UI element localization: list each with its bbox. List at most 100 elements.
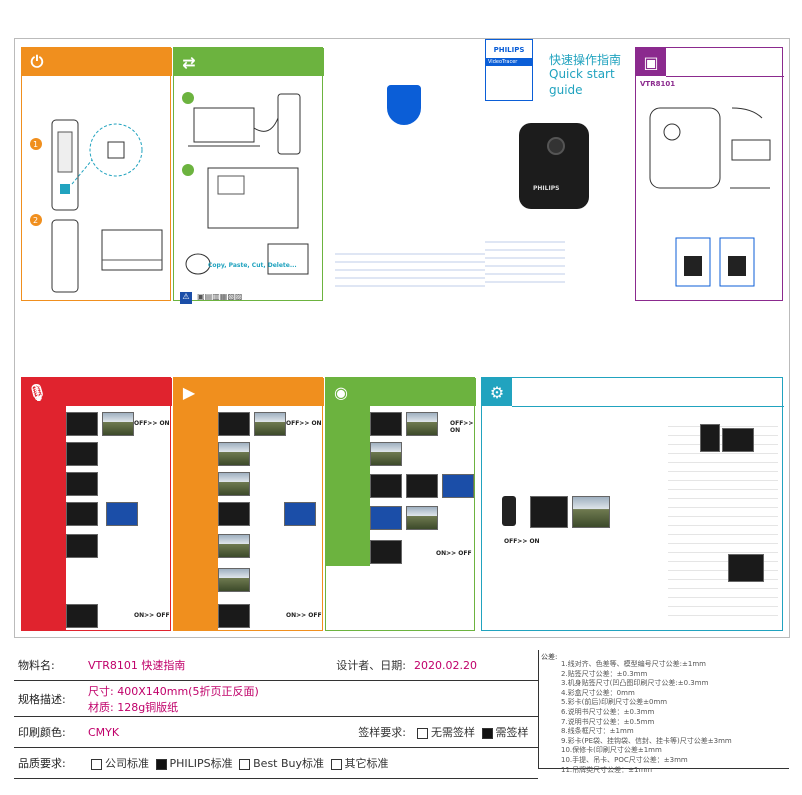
video-screen-7	[218, 534, 250, 558]
panel-safety	[335, 47, 485, 301]
audio-screen-5	[66, 502, 98, 526]
audio-screen-1	[66, 412, 98, 436]
video-off-on: OFF>> ON	[286, 420, 322, 427]
tolerance-item: 5.彩卡(前后)印刷尺寸公差±0mm	[561, 698, 668, 707]
tolerance-item: 11.吊牌类尺寸公差：±1mm	[561, 765, 653, 774]
q2-label: PHILIPS标准	[169, 757, 233, 770]
photo-screen-8	[406, 506, 438, 530]
tolerance-item: 1.线对齐、色差等、模型编号尺寸公差:±1mm	[561, 660, 706, 668]
q2-checkbox[interactable]	[155, 758, 167, 770]
panel-box: ▣ VTR8101	[635, 47, 784, 301]
video-screen-6	[284, 502, 316, 526]
panel-settings: ⚙ OFF>> ON	[481, 377, 784, 631]
brand-series: VideoTracer	[486, 58, 532, 66]
video-screen-4	[218, 472, 250, 496]
photo-screen-4	[370, 474, 402, 498]
photo-steps	[326, 406, 370, 566]
safety-text-block	[335, 247, 485, 289]
photo-on-off: ON>> OFF	[436, 550, 472, 557]
tolerance-item: 7.说明书尺寸公差：±0.5mm	[561, 717, 655, 726]
q4-label: 其它标准	[344, 757, 389, 770]
audio-screen-8	[66, 604, 98, 628]
q3-label: Best Buy标准	[253, 757, 325, 770]
tolerance-title: 公差:	[541, 653, 558, 661]
q1-label: 公司标准	[105, 757, 149, 770]
tolerance-item: 9.彩卡(PE袋、挂钩袋、信封、挂卡等)尺寸公差±3mm	[561, 736, 732, 745]
size-line: 尺寸: 400X140mm(5折页正反面)	[88, 684, 259, 698]
tolerance-item: 6.说明书尺寸公差：±0.3mm	[561, 707, 655, 716]
photo-screen-7	[370, 506, 402, 530]
q1-checkbox[interactable]	[91, 758, 102, 770]
power-icon: ⏻	[22, 48, 52, 76]
warning-strip: ⚠ ▣▤▥▦▧▨	[180, 284, 320, 304]
panel-video: ▶ OFF>> ON ON>> OFF	[173, 377, 324, 631]
camera-photo: PHILIPS	[519, 123, 589, 209]
settings-screen-2	[572, 496, 610, 528]
audio-steps	[22, 406, 66, 630]
photo-screen-5	[406, 474, 438, 498]
video-camera-icon: ▶	[174, 378, 204, 406]
tolerance-item: 4.彩盒尺寸公差：0mm	[561, 688, 635, 697]
guide-title-en2: guide	[549, 83, 583, 97]
gear-icon: ⚙	[482, 378, 512, 406]
philips-shield-logo	[387, 85, 421, 125]
paper-line: 材质: 128g铜版纸	[88, 700, 179, 714]
date-value: 2020.02.20	[410, 650, 538, 681]
tolerance-item: 2.贴签尺寸公差：±0.3mm	[561, 669, 648, 678]
audio-screen-3	[66, 442, 98, 466]
audio-on-off: ON>> OFF	[134, 612, 170, 619]
tolerance-item: 8.线条框尺寸：±1mm	[561, 727, 634, 736]
material-label: 物料名:	[14, 650, 84, 681]
sign-no-checkbox[interactable]	[417, 727, 428, 739]
panel-power: ⏻ 1 2	[21, 47, 172, 301]
svg-text:2: 2	[33, 216, 38, 225]
q3-checkbox[interactable]	[239, 758, 251, 770]
photo-camera-icon: ◉	[326, 378, 356, 406]
tolerance-item: 10.保修卡(印刷尺寸公差±1mm	[561, 746, 662, 755]
model-label: VTR8101	[640, 80, 676, 88]
microphone-icon: 🎙	[22, 378, 52, 406]
panel-photo: ◉ OFF>> ON ON>> OFF	[325, 377, 476, 631]
print-sheet: ⏻ 1 2 ⇄	[14, 38, 790, 638]
video-screen-1	[218, 412, 250, 436]
spec-label: 规格描述:	[14, 680, 84, 717]
sign-yes-checkbox[interactable]	[481, 727, 493, 739]
tolerance-item: 3.机身贴签尺寸(凹凸图印刷尺寸公差:±0.3mm	[561, 679, 709, 688]
recycle-icons: ▣▤▥▦▧▨	[197, 292, 243, 301]
photo-off-on: OFF>> ON	[450, 420, 474, 434]
designer-label: 设计者、日期:	[292, 650, 410, 681]
audio-screen-2	[102, 412, 134, 436]
sign-yes-label: 需签样	[495, 726, 529, 739]
settings-screen-4	[728, 554, 764, 582]
warning-icon: ⚠	[180, 292, 192, 304]
power-illustration: 1 2	[30, 119, 163, 293]
photo-screen-3	[370, 442, 402, 466]
video-steps	[174, 406, 218, 630]
panel-cover: PHILIPS VideoTracer 快速操作指南 Quick start g…	[485, 39, 635, 301]
quality-label: 品质要求:	[14, 747, 84, 779]
guide-title-zh: 快速操作指南	[549, 53, 622, 67]
camera-brand: PHILIPS	[533, 185, 560, 192]
brand-logo: PHILIPS	[493, 46, 525, 54]
video-screen-3	[218, 442, 250, 466]
q4-checkbox[interactable]	[330, 758, 342, 770]
box-icon: ▣	[636, 48, 666, 76]
settings-screen-1	[530, 496, 568, 528]
material-value: VTR8101 快速指南	[84, 650, 292, 681]
audio-off-on: OFF>> ON	[134, 420, 170, 427]
box-contents-illustration	[649, 107, 771, 287]
video-screen-9	[218, 604, 250, 628]
audio-screen-6	[106, 502, 138, 526]
guide-title-en1: Quick start	[549, 67, 615, 81]
camera-lens	[547, 137, 565, 155]
settings-screen-3	[722, 428, 754, 452]
photo-screen-1	[370, 412, 402, 436]
panel-audio: 🎙 OFF>> ON ON>> OFF	[21, 377, 172, 631]
user-manual-block	[485, 235, 565, 289]
audio-screen-4	[66, 472, 98, 496]
philips-box-logo: PHILIPS VideoTracer	[485, 39, 533, 101]
connect-illustration	[182, 92, 309, 275]
tolerance-item: 10.手提、吊卡、POC尺寸公差：±3mm	[561, 755, 688, 764]
